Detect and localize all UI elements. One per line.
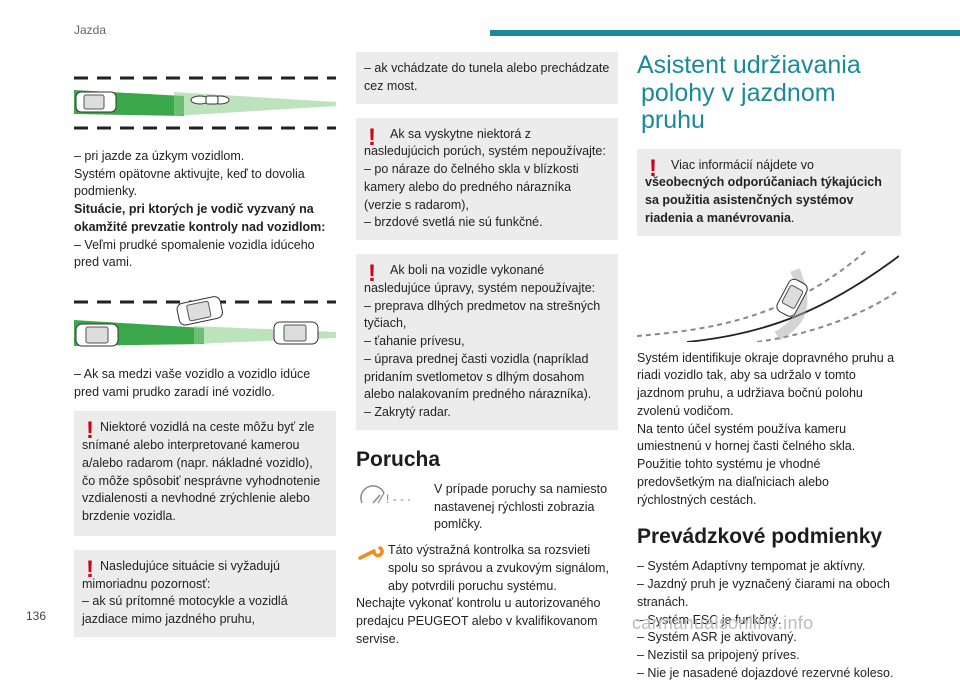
section-heading-conditions: Prevádzkové podmienky <box>637 525 883 549</box>
speedometer-dashes-icon: ! - - - <box>360 485 411 506</box>
symbol-row-dashes: ! - - - V prípade poruchy sa namiesto na… <box>356 481 618 534</box>
text-narrow-vehicle: – pri jazde za úzkym vozidlom. <box>74 148 245 163</box>
warning-box-detection: ! Niektoré vozidlá na ceste môžu byť zle… <box>74 411 336 536</box>
info-box-tunnel: – ak vchádzate do tunela alebo prechádza… <box>356 52 618 104</box>
warning-icon: ! <box>368 260 376 287</box>
text-highways: Použitie tohto systému je vhodné predovš… <box>637 457 829 507</box>
warning-box-attention: ! Nasledujúce situácie si vyžadujú mimor… <box>74 549 336 637</box>
page-title-line2: polohy v jazdnom pruhu <box>641 78 836 134</box>
text-takeover-situations: Situácie, pri ktorých je vodič vyzvaný n… <box>74 202 326 234</box>
warning-box-modifications: ! Ak boli na vozidle vykonané nasledujúc… <box>356 254 618 430</box>
watermark: carmanualsonline.info <box>632 613 814 633</box>
list-item: – Jazdný pruh je vyznačený čiarami na ob… <box>637 577 890 609</box>
warning-icon: ! <box>86 555 94 583</box>
header-accent-bar <box>490 30 960 36</box>
warning-icon: ! <box>368 123 376 151</box>
section-heading-fault: Porucha <box>356 447 441 471</box>
text-camera: Na tento účel systém používa kameru umie… <box>637 421 856 454</box>
warning-icon: ! <box>86 417 94 445</box>
illustration-cut-in-vehicle <box>74 296 336 347</box>
column-3: Asistent udržiavania polohy v jazdnom pr… <box>637 51 901 683</box>
list-item: – Nezistil sa pripojený príves. <box>637 648 800 663</box>
list-item: – Systém Adaptívny tempomat je aktívny. <box>637 559 866 574</box>
info-box-recommendations: ! Viac informácií nájdete vo všeobecných… <box>637 148 901 236</box>
text-system-identifies: Systém identifikuje okraje dopravného pr… <box>637 350 895 418</box>
wrench-warning-icon <box>358 546 384 560</box>
svg-text:! - - -: ! - - - <box>386 492 410 506</box>
illustration-following-motorcycle <box>74 76 336 130</box>
column-2: – ak vchádzate do tunela alebo prechádza… <box>356 52 618 649</box>
running-header: Jazda <box>74 23 107 37</box>
text-reactivate: Systém opätovne aktivujte, keď to dovoli… <box>74 166 305 199</box>
symbol-row-wrench: Táto výstražná kontrolka sa rozsvieti sp… <box>356 542 618 595</box>
warning-icon: ! <box>649 154 657 182</box>
illustration-lane-keeping <box>637 249 899 342</box>
text-hard-braking: – Veľmi prudké spomalenie vozidla idúceh… <box>74 237 315 270</box>
list-item: – Nie je nasadené dojazdové rezervné kol… <box>637 665 894 680</box>
text-cut-in: – Ak sa medzi vaše vozidlo a vozidlo idú… <box>74 366 311 399</box>
column-1: – pri jazde za úzkym vozidlom. Systém op… <box>74 70 336 637</box>
warning-box-faults: ! Ak sa vyskytne niektorá z nasledujúcic… <box>356 117 618 240</box>
text-service: Nechajte vykonať kontrolu u autorizované… <box>356 596 601 646</box>
page-title-line1: Asistent udržiavania <box>637 51 861 79</box>
list-item: – Systém ESC je funkčný. <box>637 612 782 627</box>
page-number: 136 <box>26 609 47 623</box>
